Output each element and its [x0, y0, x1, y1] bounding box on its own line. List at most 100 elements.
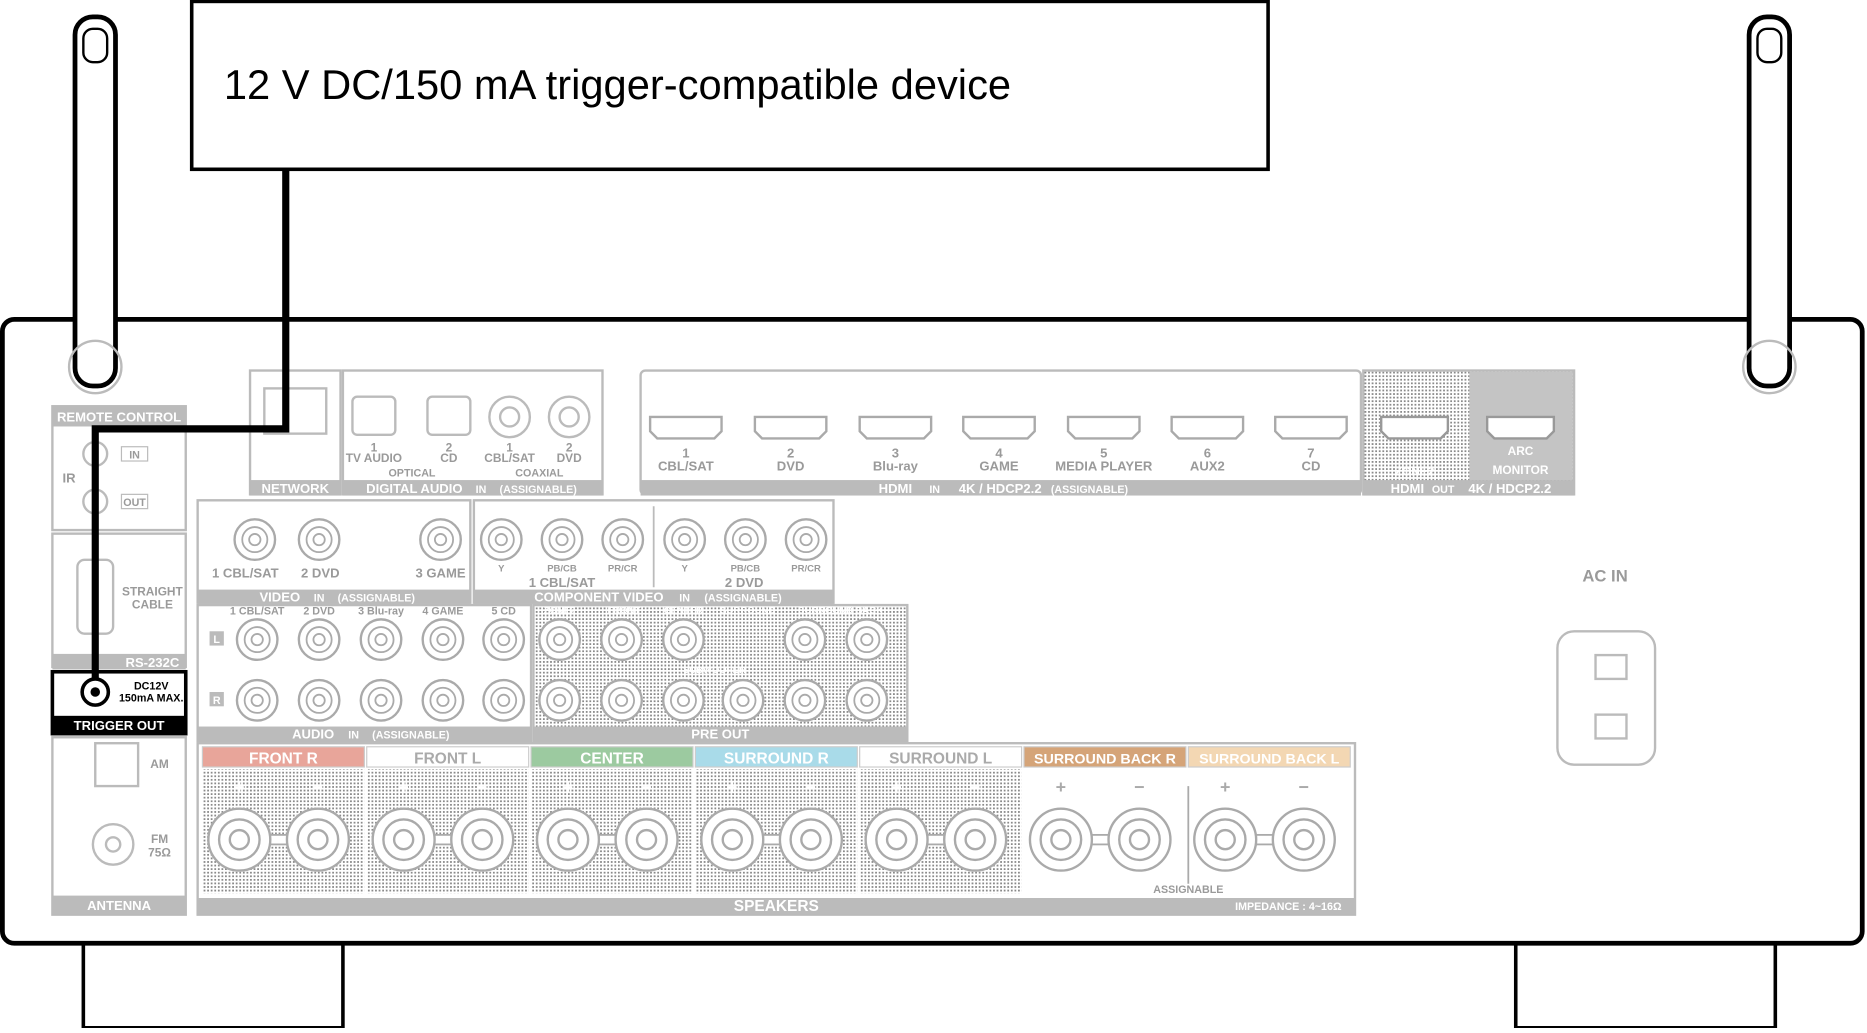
- video-input-jack[interactable]: [297, 518, 341, 562]
- audio-input-jack-r[interactable]: [235, 678, 279, 722]
- coaxial-jack-2[interactable]: [547, 395, 591, 439]
- audio-input-jack-r[interactable]: [359, 678, 403, 722]
- pre-out-jack[interactable]: [538, 618, 582, 662]
- speaker-terminal[interactable]: [943, 807, 1008, 872]
- minus-sign: −: [806, 777, 816, 797]
- component-video-jack[interactable]: [663, 518, 707, 562]
- digital-audio-section: DIGITAL AUDIO IN (ASSIGNABLE) 1 TV AUDIO…: [341, 369, 604, 496]
- speaker-channel: SURROUND R+−: [694, 746, 858, 894]
- ac-in-section: AC IN: [1556, 566, 1657, 766]
- pre-out-title: PRE OUT: [691, 726, 749, 741]
- speaker-terminal[interactable]: [371, 807, 436, 872]
- digital-audio-assignable: (ASSIGNABLE): [500, 484, 578, 496]
- hdmi-in-port-number: 4: [995, 445, 1003, 460]
- pre-out-jack[interactable]: [662, 678, 705, 722]
- audio-r-label: R: [213, 695, 221, 707]
- speaker-terminal[interactable]: [778, 807, 844, 872]
- audio-input-jack-r[interactable]: [482, 678, 526, 722]
- pre-out-jack[interactable]: [783, 678, 827, 722]
- speaker-terminal[interactable]: [1193, 807, 1258, 872]
- video-in-tag: IN: [314, 593, 325, 605]
- audio-input-jack-r[interactable]: [297, 678, 341, 722]
- hdmi-out-monitor-port[interactable]: [1485, 415, 1556, 440]
- pre-out-jack[interactable]: [600, 618, 643, 662]
- speaker-terminal[interactable]: [285, 807, 351, 872]
- pre-out-jack[interactable]: [845, 618, 889, 662]
- minus-sign: −: [641, 777, 651, 797]
- antenna-title: ANTENNA: [87, 898, 151, 913]
- hdmi-in-port[interactable]: [1274, 415, 1348, 440]
- feet: [81, 939, 1778, 1030]
- speaker-terminal[interactable]: [207, 807, 272, 872]
- audio-input-jack-r[interactable]: [421, 678, 465, 722]
- speaker-terminal[interactable]: [535, 807, 601, 872]
- pre-out-label: SUBWOOFER: [683, 665, 746, 676]
- speaker-terminal[interactable]: [1028, 807, 1094, 872]
- audio-input-jack-l[interactable]: [235, 618, 279, 662]
- am-label: AM: [150, 757, 169, 771]
- audio-input-jack-l[interactable]: [297, 618, 341, 662]
- fm-jack[interactable]: [91, 822, 135, 866]
- remote-control-section: REMOTE CONTROL IR IN OUT: [51, 405, 187, 532]
- component-video-assignable: (ASSIGNABLE): [704, 593, 782, 605]
- speakers-title: SPEAKERS: [734, 898, 819, 915]
- audio-input-jack-l[interactable]: [359, 618, 403, 662]
- video-input-jack[interactable]: [419, 518, 462, 562]
- coaxial-jack-1[interactable]: [488, 395, 532, 439]
- digital-jack-num: 2: [566, 440, 573, 454]
- speaker-terminal[interactable]: [864, 807, 929, 872]
- speaker-terminal[interactable]: [450, 807, 515, 872]
- pre-out-label: SURROUND BACK: [798, 605, 883, 616]
- component-video-jack[interactable]: [784, 518, 828, 562]
- speaker-terminal[interactable]: [1107, 807, 1172, 872]
- speaker-terminal[interactable]: [1271, 807, 1336, 872]
- hdmi-in-port-name: DVD: [777, 459, 805, 474]
- speakers-section: SPEAKERS IMPEDANCE : 4~16Ω ASSIGNABLE FR…: [196, 742, 1357, 916]
- component-video-jack[interactable]: [479, 518, 523, 562]
- wireless-antenna-right: [1741, 14, 1797, 395]
- speaker-channel: FRONT R+−: [201, 746, 365, 894]
- network-port[interactable]: [263, 387, 328, 435]
- digital-jack-name: DVD: [557, 451, 583, 465]
- pre-out-jack[interactable]: [600, 678, 643, 722]
- ir-in-tag: IN: [129, 450, 140, 462]
- hdmi-in-port[interactable]: [1170, 415, 1245, 440]
- audio-input-label: 2 DVD: [303, 606, 335, 618]
- ac-inlet[interactable]: [1556, 630, 1657, 766]
- component-video-jack[interactable]: [723, 518, 767, 562]
- audio-l-label: L: [213, 634, 220, 646]
- component-jack-label: PR/CR: [608, 564, 638, 575]
- optical-jack-1[interactable]: [351, 395, 397, 437]
- optical-jack-2[interactable]: [426, 395, 472, 437]
- hdmi-in-port[interactable]: [858, 415, 933, 440]
- network-title: NETWORK: [262, 481, 330, 496]
- pre-out-jack[interactable]: [721, 678, 765, 722]
- video-input-jack[interactable]: [233, 518, 277, 562]
- audio-input-jack-l[interactable]: [421, 618, 465, 662]
- hdmi-out-zone2-label: ZONE2: [1395, 464, 1435, 478]
- video-assignable: (ASSIGNABLE): [338, 593, 416, 605]
- am-terminal[interactable]: [94, 742, 140, 788]
- hdmi-in-port-name: Blu-ray: [873, 459, 919, 474]
- hdmi-in-port[interactable]: [1066, 415, 1141, 440]
- pre-out-jack[interactable]: [538, 678, 582, 722]
- audio-input-jack-l[interactable]: [482, 618, 526, 662]
- speaker-channel-label: FRONT R: [249, 750, 318, 767]
- speaker-terminal[interactable]: [614, 807, 679, 872]
- video-jack-label: 3 GAME: [415, 566, 465, 581]
- speaker-terminal[interactable]: [700, 807, 765, 872]
- pre-out-jack[interactable]: [845, 678, 889, 722]
- audio-input-label: 1 CBL/SAT: [230, 606, 285, 618]
- pre-out-jack[interactable]: [783, 618, 827, 662]
- pre-out-section: PRE OUT ZONE2 FRONT CENTER SUBWOOFER SUR…: [532, 603, 909, 743]
- trigger-out-section: TRIGGER OUT DC12V 150mA MAX.: [50, 669, 188, 736]
- hdmi-out-zone2-port[interactable]: [1380, 415, 1450, 440]
- hdmi-in-port[interactable]: [753, 415, 828, 440]
- hdmi-out-spec: 4K / HDCP2.2: [1468, 481, 1551, 496]
- hdmi-in-port[interactable]: [962, 415, 1036, 440]
- hdmi-in-port[interactable]: [648, 415, 723, 440]
- pre-out-jack[interactable]: [662, 618, 705, 662]
- component-video-jack[interactable]: [601, 518, 645, 562]
- component-video-jack[interactable]: [540, 518, 584, 562]
- remote-control-title: REMOTE CONTROL: [57, 410, 181, 425]
